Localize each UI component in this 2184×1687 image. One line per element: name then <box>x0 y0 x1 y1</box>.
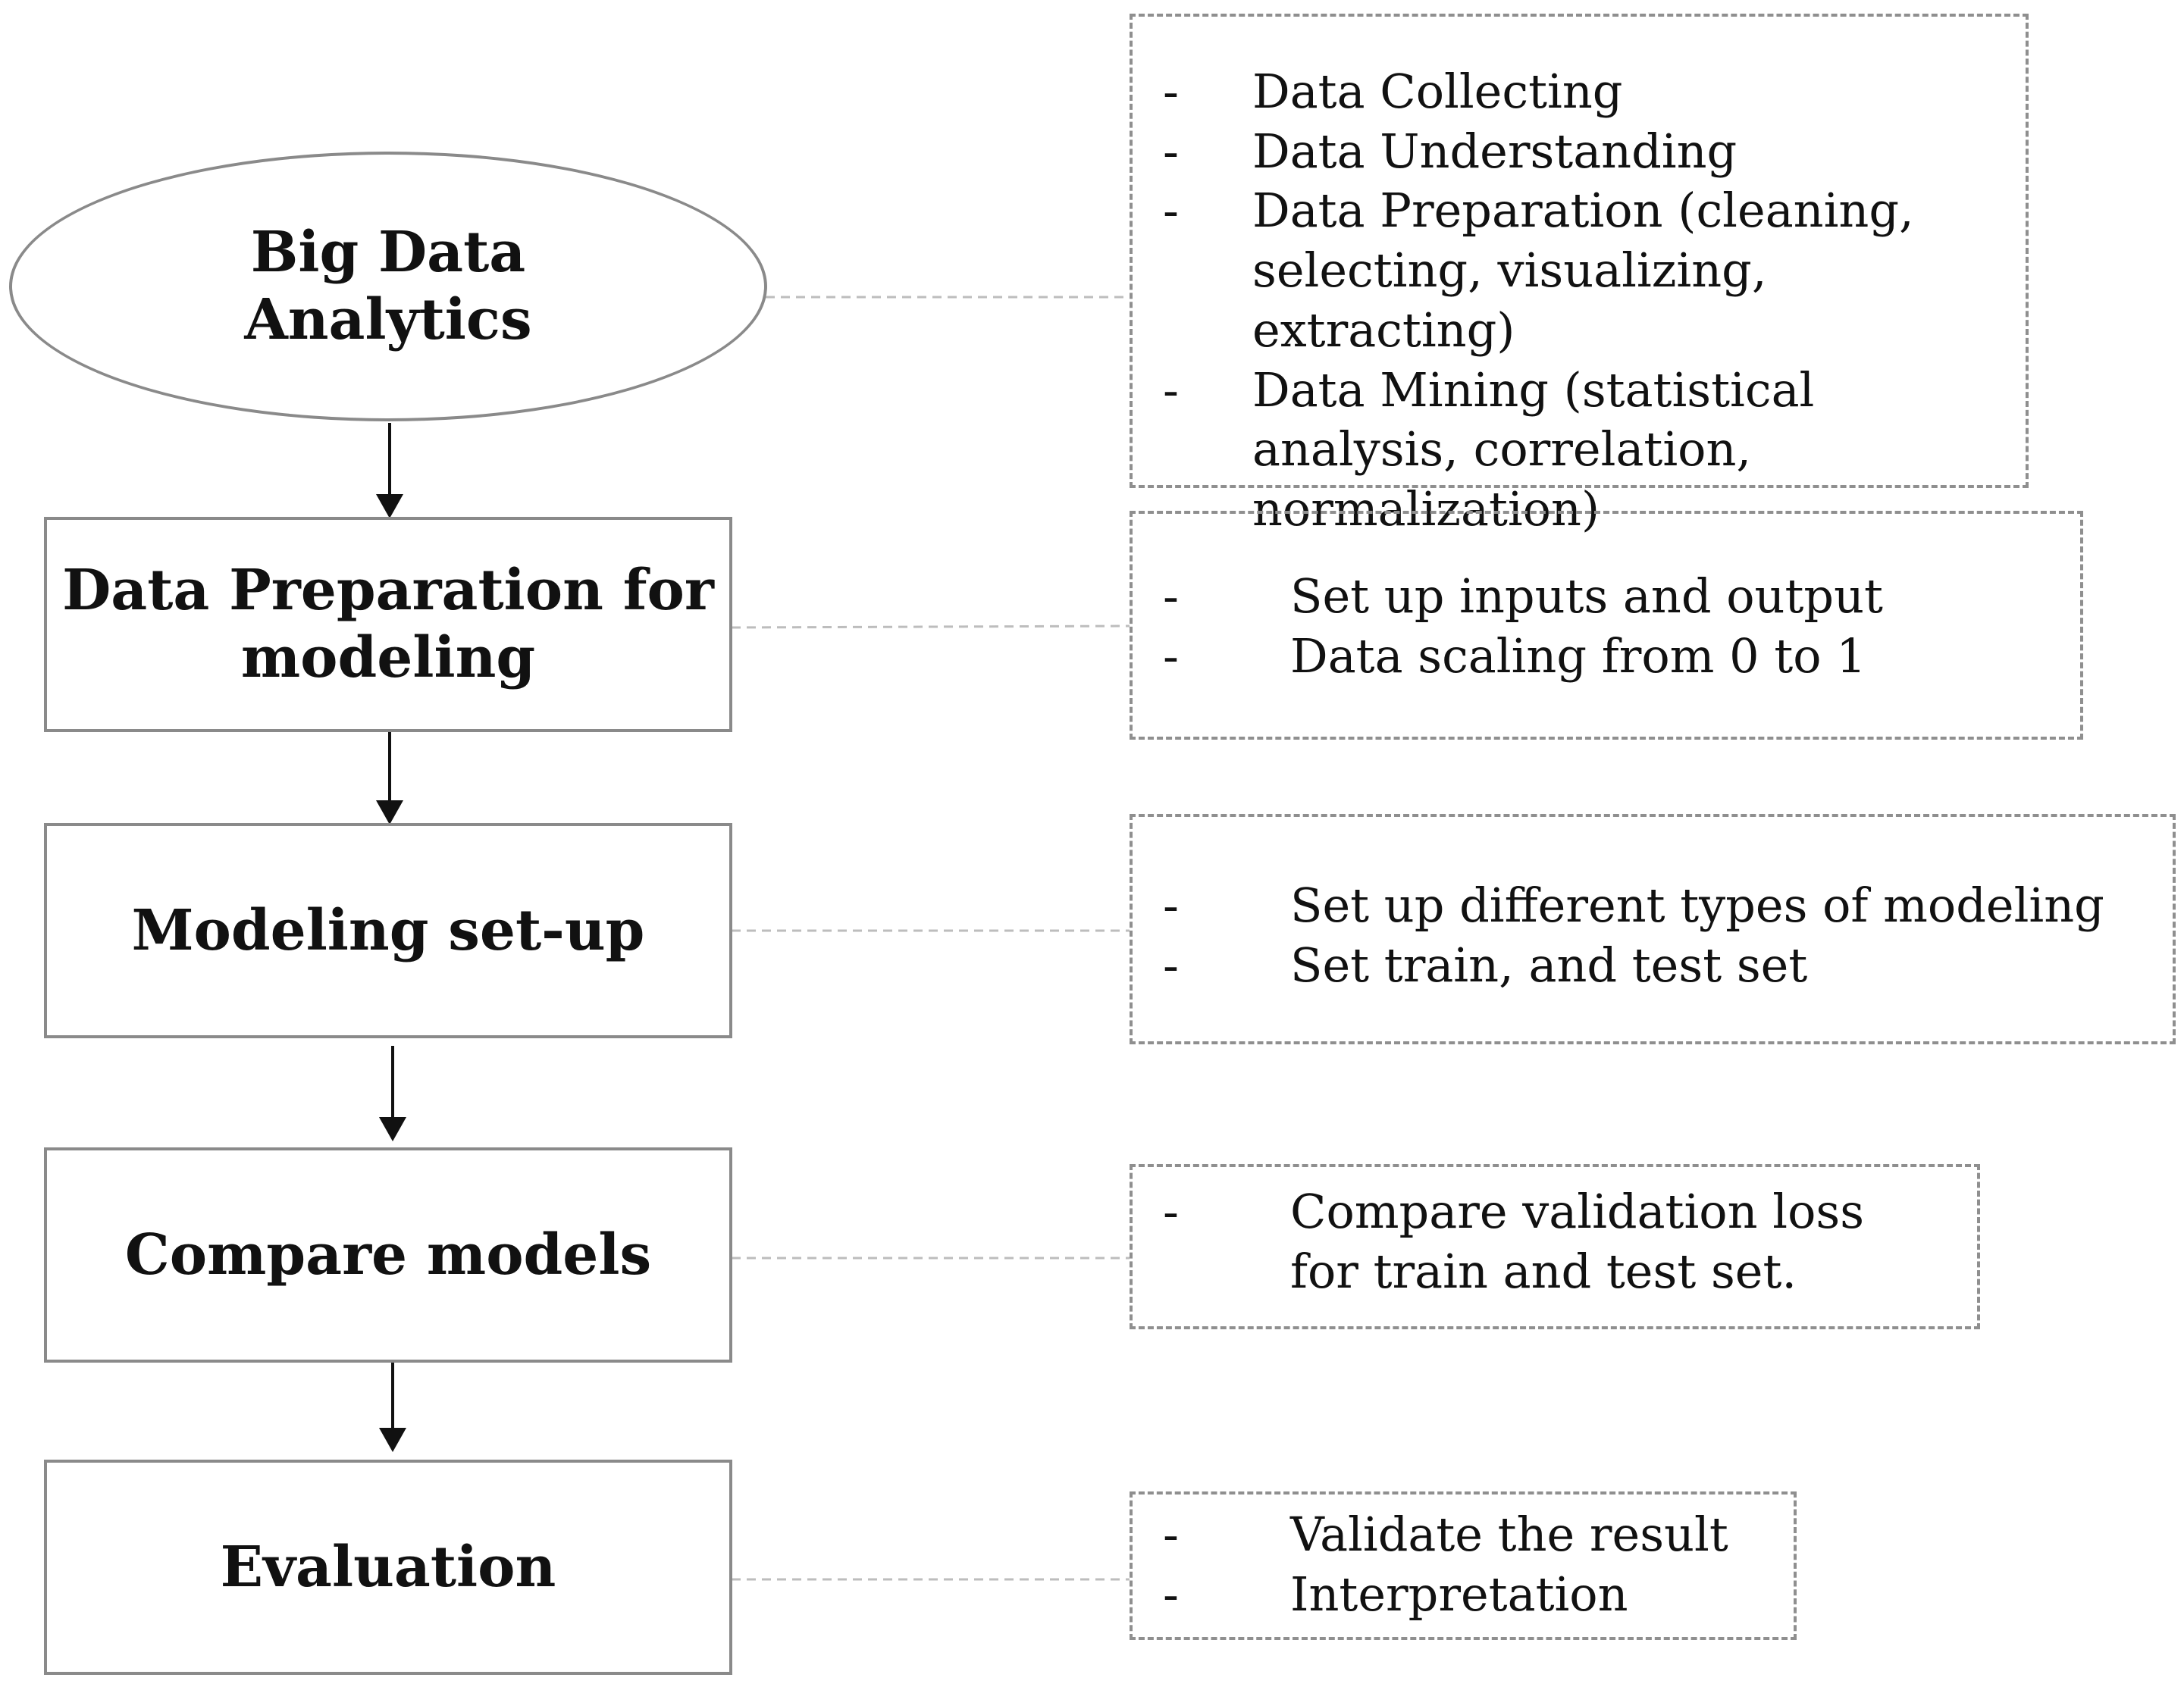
note-data-prep-list: - Set up inputs and output - Data scalin… <box>1163 567 2050 686</box>
list-item: - Set up inputs and output <box>1163 567 2050 627</box>
list-item-text: Set up inputs and output <box>1290 568 1883 624</box>
list-item: - Set train, and test set <box>1163 936 2142 996</box>
bullet-dash: - <box>1163 568 1179 624</box>
node-evaluation-label: Evaluation <box>220 1534 556 1600</box>
bullet-dash: - <box>1163 1507 1179 1562</box>
bullet-dash: - <box>1163 362 1179 418</box>
list-item-text: Set train, and test set <box>1290 937 1808 993</box>
list-item-text: Data Understanding <box>1252 123 1737 179</box>
note-big-data-list: - Data Collecting - Data Understanding -… <box>1163 62 1995 540</box>
bullet-dash: - <box>1163 183 1179 239</box>
flow-arrows <box>376 423 406 1452</box>
note-modeling-setup: - Set up different types of modeling - S… <box>1130 814 2176 1044</box>
list-item-text: Data Preparation (cleaning, selecting, v… <box>1252 183 1914 358</box>
bullet-dash: - <box>1163 878 1179 933</box>
node-big-data-analytics: Big Data Analytics <box>9 152 767 421</box>
note-compare-list: - Compare validation loss for train and … <box>1163 1182 1947 1301</box>
list-item-text: Data Mining (statistical analysis, corre… <box>1252 362 1815 537</box>
list-item: - Data scaling from 0 to 1 <box>1163 627 2050 687</box>
list-item-text: Data scaling from 0 to 1 <box>1290 628 1866 684</box>
bullet-dash: - <box>1163 123 1179 179</box>
node-compare-models-label: Compare models <box>124 1222 652 1288</box>
node-big-data-analytics-label: Big Data Analytics <box>244 220 532 352</box>
list-item: - Data Collecting <box>1163 62 1995 122</box>
note-evaluation-list: - Validate the result - Interpretation <box>1163 1505 1763 1624</box>
list-item: - Interpretation <box>1163 1565 1763 1625</box>
list-item: - Data Understanding <box>1163 122 1995 182</box>
connector-dataprep <box>731 624 1130 629</box>
bullet-dash: - <box>1163 937 1179 993</box>
list-item: - Data Mining (statistical analysis, cor… <box>1163 361 1995 540</box>
node-data-preparation: Data Preparation for modeling <box>44 517 732 732</box>
list-item-text: Validate the result <box>1290 1507 1728 1562</box>
list-item-text: Data Collecting <box>1252 64 1623 119</box>
bullet-dash: - <box>1163 64 1179 119</box>
note-connectors <box>731 296 1130 1581</box>
note-compare-models: - Compare validation loss for train and … <box>1130 1164 1980 1329</box>
bullet-dash: - <box>1163 1184 1179 1239</box>
bullet-dash: - <box>1163 1566 1179 1622</box>
node-evaluation: Evaluation <box>44 1460 732 1675</box>
bullet-dash: - <box>1163 628 1179 684</box>
list-item: - Data Preparation (cleaning, selecting,… <box>1163 181 1995 360</box>
note-data-preparation: - Set up inputs and output - Data scalin… <box>1130 511 2083 740</box>
node-modeling-setup: Modeling set-up <box>44 823 732 1038</box>
list-item-text: Compare validation loss for train and te… <box>1290 1184 1865 1299</box>
list-item: - Set up different types of modeling <box>1163 876 2142 936</box>
list-item: - Compare validation loss for train and … <box>1163 1182 1947 1301</box>
list-item-text: Set up different types of modeling <box>1290 878 2104 933</box>
list-item-text: Interpretation <box>1290 1566 1628 1622</box>
node-compare-models: Compare models <box>44 1147 732 1363</box>
node-modeling-setup-label: Modeling set-up <box>131 897 645 963</box>
note-big-data-analytics: - Data Collecting - Data Understanding -… <box>1130 14 2029 537</box>
list-item: - Validate the result <box>1163 1505 1763 1565</box>
note-modeling-list: - Set up different types of modeling - S… <box>1163 876 2142 995</box>
node-data-preparation-label: Data Preparation for modeling <box>62 558 714 690</box>
note-evaluation: - Validate the result - Interpretation <box>1130 1491 1797 1640</box>
